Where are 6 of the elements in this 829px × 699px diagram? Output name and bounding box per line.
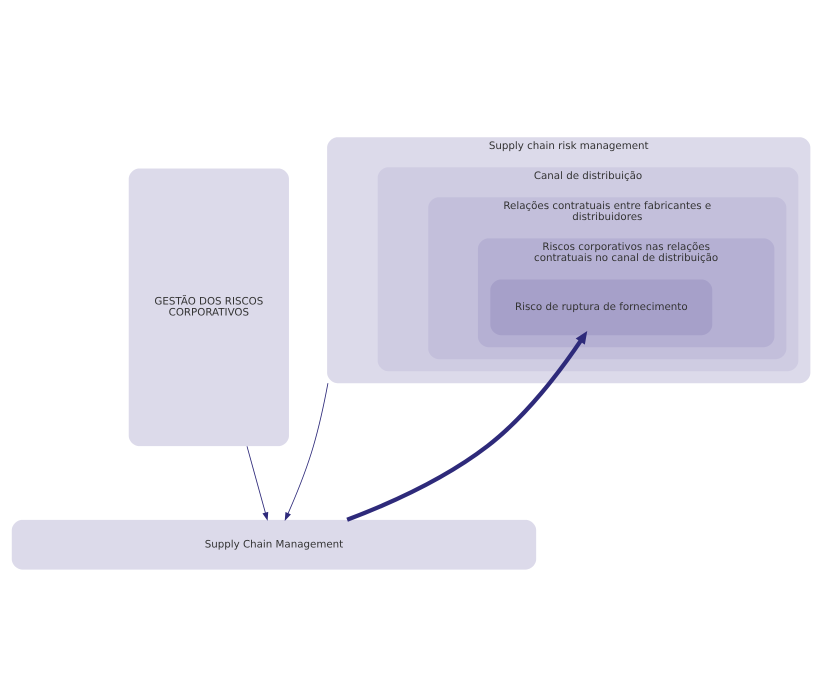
- arrow: [284, 382, 328, 521]
- node-box: GESTÃO DOS RISCOS CORPORATIVOS: [128, 168, 289, 446]
- node-box: Supply Chain Management: [12, 519, 536, 570]
- arrow: [346, 330, 588, 522]
- node-box: Risco de ruptura de fornecimento: [490, 279, 712, 335]
- arrow: [246, 445, 268, 520]
